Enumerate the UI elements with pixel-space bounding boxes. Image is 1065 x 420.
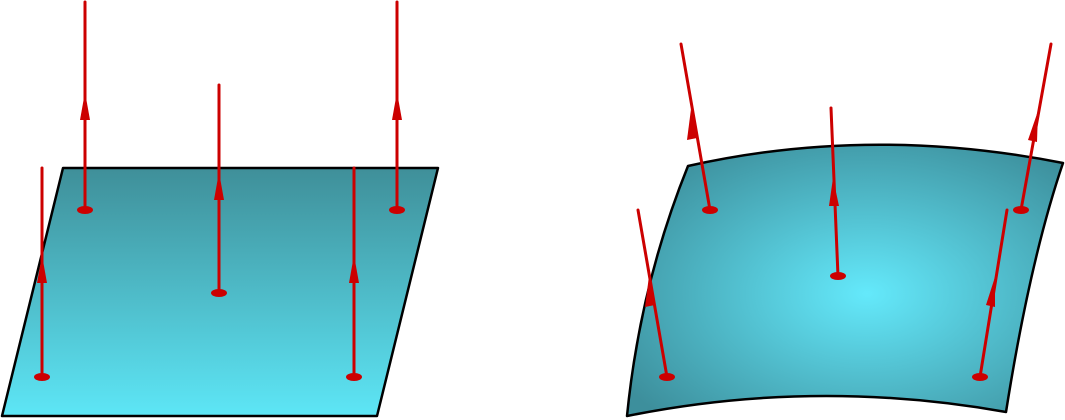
base-point xyxy=(346,373,362,381)
base-point xyxy=(659,373,675,381)
base-point xyxy=(702,206,718,214)
arrowhead-icon xyxy=(392,92,402,120)
curved-vector-5 xyxy=(972,208,1009,381)
arrowhead-icon xyxy=(687,109,697,140)
arrowhead-icon xyxy=(214,172,224,200)
arrowhead-icon xyxy=(37,255,47,283)
curved-vector-3 xyxy=(829,106,846,280)
base-point xyxy=(830,272,846,280)
base-point xyxy=(1013,206,1029,214)
flat-vector-5 xyxy=(346,166,362,381)
curved-normal-vectors xyxy=(636,42,1053,381)
curved-vector-2 xyxy=(1013,42,1053,214)
arrowhead-icon xyxy=(986,277,995,307)
curved-surface xyxy=(625,143,1065,418)
base-point xyxy=(77,206,93,214)
curved-panel xyxy=(625,42,1065,418)
base-point xyxy=(389,206,405,214)
flat-vector-3 xyxy=(211,83,227,297)
flat-vector-4 xyxy=(34,166,50,381)
base-point xyxy=(211,289,227,297)
base-point xyxy=(34,373,50,381)
arrowhead-icon xyxy=(1028,111,1038,142)
arrowhead-icon xyxy=(80,92,90,120)
arrowhead-icon xyxy=(349,255,359,283)
curved-vector-1 xyxy=(679,42,718,214)
flat-normal-vectors xyxy=(34,0,405,381)
flat-vector-1 xyxy=(77,0,93,214)
curved-vector-4 xyxy=(636,208,675,381)
arrowhead-icon xyxy=(645,276,655,307)
arrowhead-icon xyxy=(829,178,839,206)
flat-vector-2 xyxy=(389,0,405,214)
base-point xyxy=(972,373,988,381)
flat-panel xyxy=(0,0,440,418)
